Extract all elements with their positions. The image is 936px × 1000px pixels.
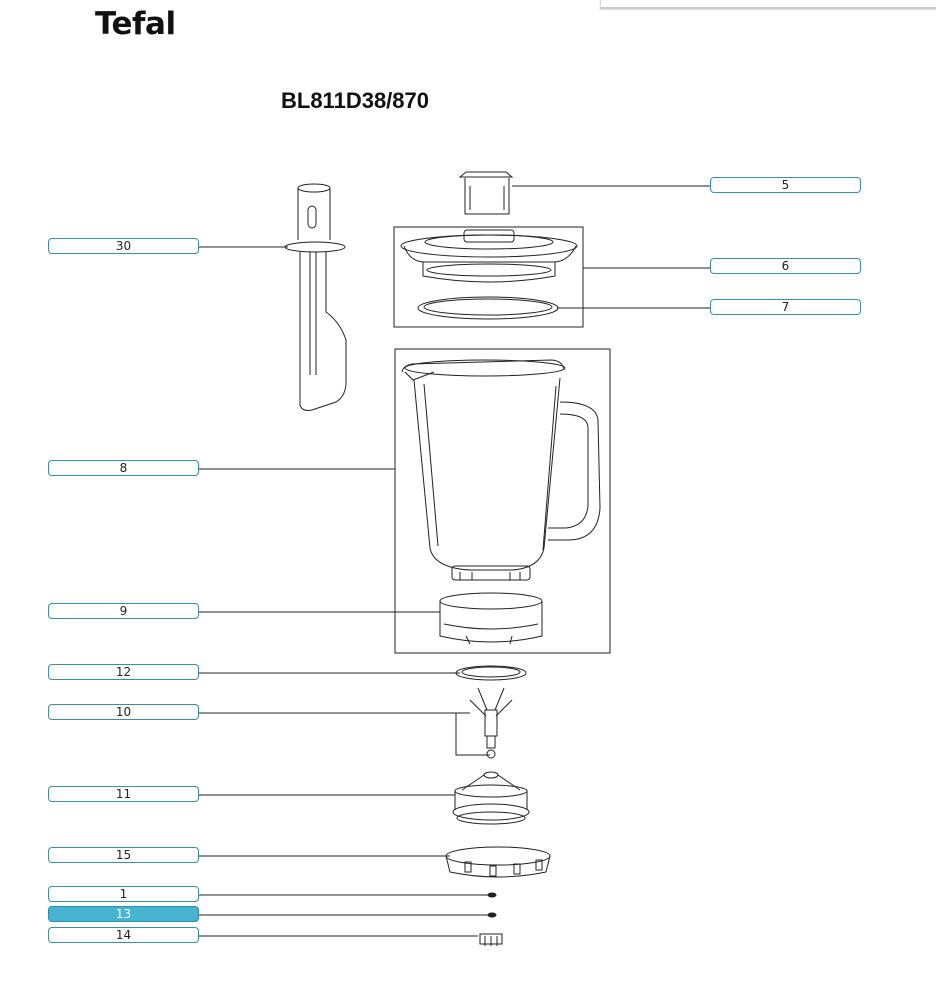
top-panel-edge (600, 0, 936, 9)
part-callout-6[interactable]: 6 (710, 258, 861, 274)
small-washer-part (487, 912, 497, 918)
part-callout-7[interactable]: 7 (710, 299, 861, 315)
part-callout-8[interactable]: 8 (48, 460, 199, 476)
part-callout-1[interactable]: 1 (48, 886, 199, 902)
part-callout-12[interactable]: 12 (48, 664, 199, 680)
jar-base-part (439, 592, 543, 645)
base-gasket-part (455, 665, 527, 681)
measuring-cap-part (458, 171, 514, 215)
blender-jar-part (401, 359, 601, 581)
tamper-spatula-part (284, 183, 347, 411)
brand-logo: Tefal (95, 6, 176, 42)
blade-hub-part (452, 771, 530, 825)
blade-assembly-part (469, 687, 513, 759)
part-callout-14[interactable]: 14 (48, 927, 199, 943)
part-callout-10[interactable]: 10 (48, 704, 199, 720)
part-callout-5[interactable]: 5 (710, 177, 861, 193)
small-screw-part (487, 892, 497, 898)
drive-coupler-part (479, 933, 503, 946)
model-title: BL811D38/870 (281, 88, 429, 113)
part-callout-13-selected[interactable]: 13 (48, 906, 199, 922)
lid-group-frame (393, 226, 584, 328)
part-callout-30[interactable]: 30 (48, 238, 199, 254)
jar-group-frame (394, 348, 611, 654)
part-callout-9[interactable]: 9 (48, 603, 199, 619)
coupling-ring-part (445, 846, 551, 878)
part-callout-15[interactable]: 15 (48, 847, 199, 863)
lid-part (400, 229, 578, 283)
lid-seal-part (417, 296, 559, 320)
part-callout-11[interactable]: 11 (48, 786, 199, 802)
leader-lines (199, 185, 710, 937)
